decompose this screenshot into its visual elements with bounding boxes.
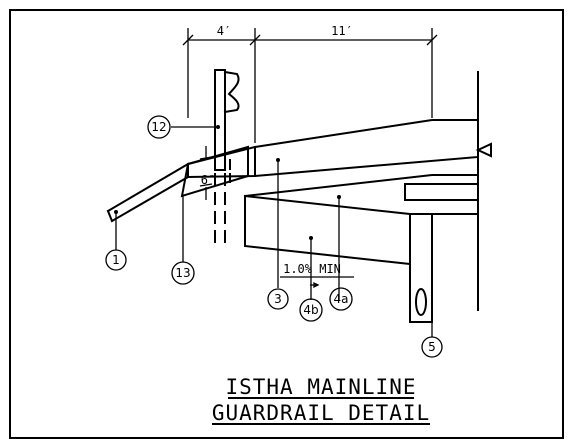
title-line1: ISTHA MAINLINE xyxy=(225,375,416,399)
base-course xyxy=(244,174,479,266)
sheet-border xyxy=(9,9,564,439)
curb-wedge xyxy=(180,145,249,198)
callout-4a: 4a xyxy=(329,287,353,311)
svg-text:12: 12 xyxy=(151,120,166,134)
svg-text:3: 3 xyxy=(274,292,282,306)
title-line2: GUARDRAIL DETAIL xyxy=(212,401,430,425)
callout-4b: 4b xyxy=(299,298,323,322)
callout-12: 12 xyxy=(147,115,171,139)
svg-text:1: 1 xyxy=(112,253,120,267)
callout-13: 13 xyxy=(171,261,195,285)
pavement-slab xyxy=(187,119,479,179)
right-wall xyxy=(475,71,492,311)
dim-6in-marker: 6″ xyxy=(199,146,215,200)
barrier-slab xyxy=(404,183,479,201)
svg-text:13: 13 xyxy=(175,266,190,280)
top-dimensions: 4′ 11′ xyxy=(182,24,438,143)
dim-4ft: 4′ xyxy=(217,24,231,38)
title-block: ISTHA MAINLINE GUARDRAIL DETAIL xyxy=(212,375,430,425)
dim-6in: 6″ xyxy=(201,173,215,187)
callout-1: 1 xyxy=(105,249,127,271)
svg-text:5: 5 xyxy=(428,340,436,354)
dim-11ft: 11′ xyxy=(331,24,353,38)
shoulder-slope xyxy=(106,162,190,223)
foundation-pile xyxy=(409,213,433,323)
callout-5: 5 xyxy=(421,336,443,358)
slope-label: 1.0% MIN xyxy=(283,262,341,276)
callout-3: 3 xyxy=(267,288,289,310)
base-course-edge xyxy=(243,194,412,216)
leader-lines xyxy=(114,125,433,337)
svg-text:4a: 4a xyxy=(334,292,349,306)
svg-text:4b: 4b xyxy=(303,303,318,317)
